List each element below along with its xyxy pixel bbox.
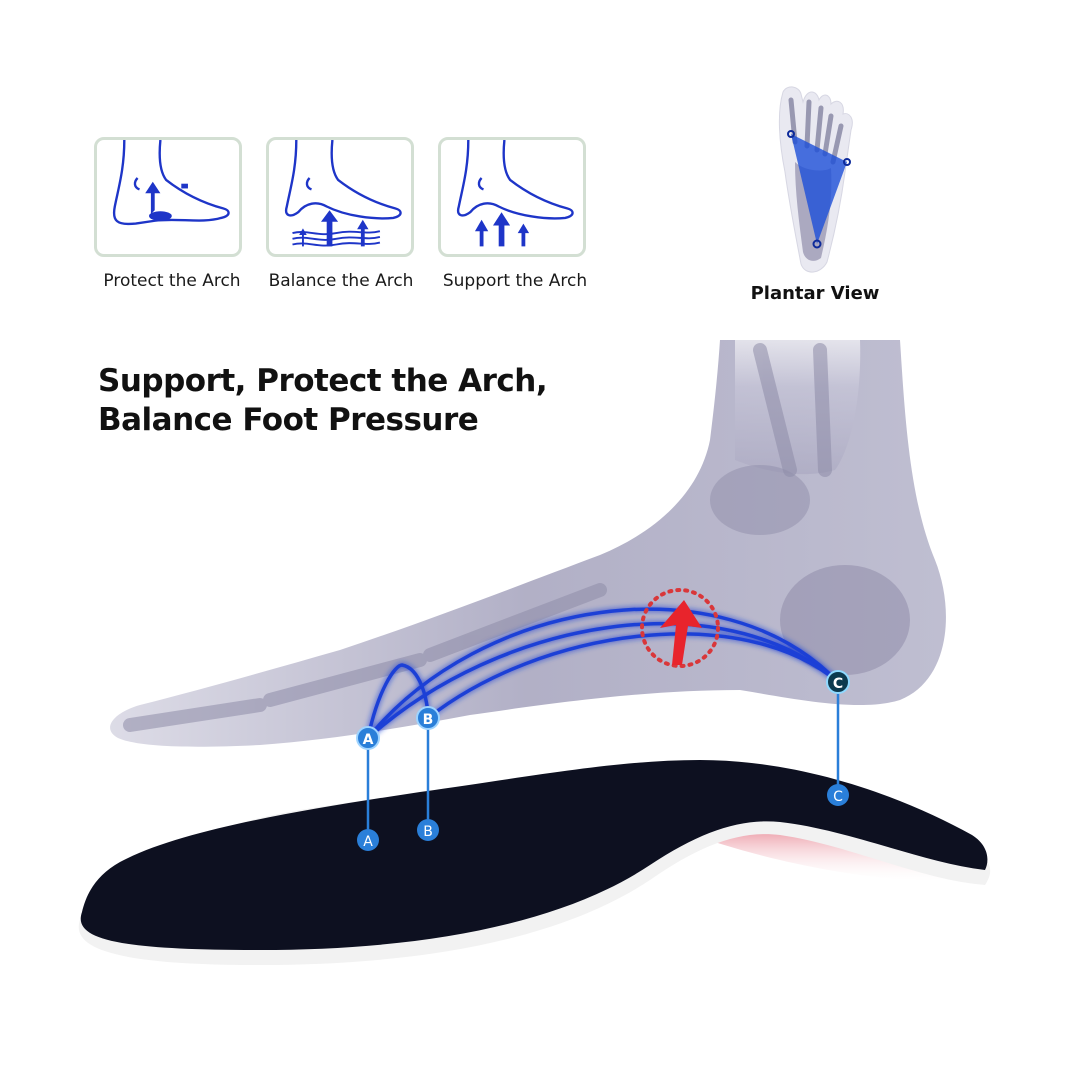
headline-line-2: Balance Foot Pressure [98, 402, 479, 438]
foot-protect-arch-icon [112, 140, 230, 226]
pressure-arrow-icon [640, 588, 720, 668]
svg-text:B: B [423, 712, 434, 728]
insole-point-b: B [417, 819, 439, 841]
insole-point-c: C [827, 784, 849, 806]
svg-text:C: C [833, 676, 843, 692]
foot-point-b: B [416, 706, 440, 730]
svg-text:A: A [363, 732, 374, 748]
support-arch-label: Support the Arch [442, 271, 588, 291]
insole-point-a: A [357, 829, 379, 851]
foot-balance-arch-icon [284, 140, 402, 247]
foot-support-arch-icon [456, 140, 574, 247]
svg-text:B: B [423, 824, 433, 840]
foot-point-a: A [356, 726, 380, 750]
foot-plantar-xray-icon [778, 86, 853, 273]
svg-text:C: C [833, 789, 843, 805]
support-arch-card [438, 137, 586, 257]
plantar-view-label: Plantar View [750, 283, 880, 304]
svg-text:A: A [363, 834, 373, 850]
headline-line-1: Support, Protect the Arch, [98, 363, 548, 399]
protect-arch-card [94, 137, 242, 257]
foot-point-c: C [826, 670, 850, 694]
headline: Support, Protect the Arch, Balance Foot … [98, 362, 548, 440]
balance-arch-label: Balance the Arch [268, 271, 414, 291]
balance-arch-card [266, 137, 414, 257]
insole-top [80, 760, 988, 950]
protect-arch-label: Protect the Arch [103, 271, 241, 291]
